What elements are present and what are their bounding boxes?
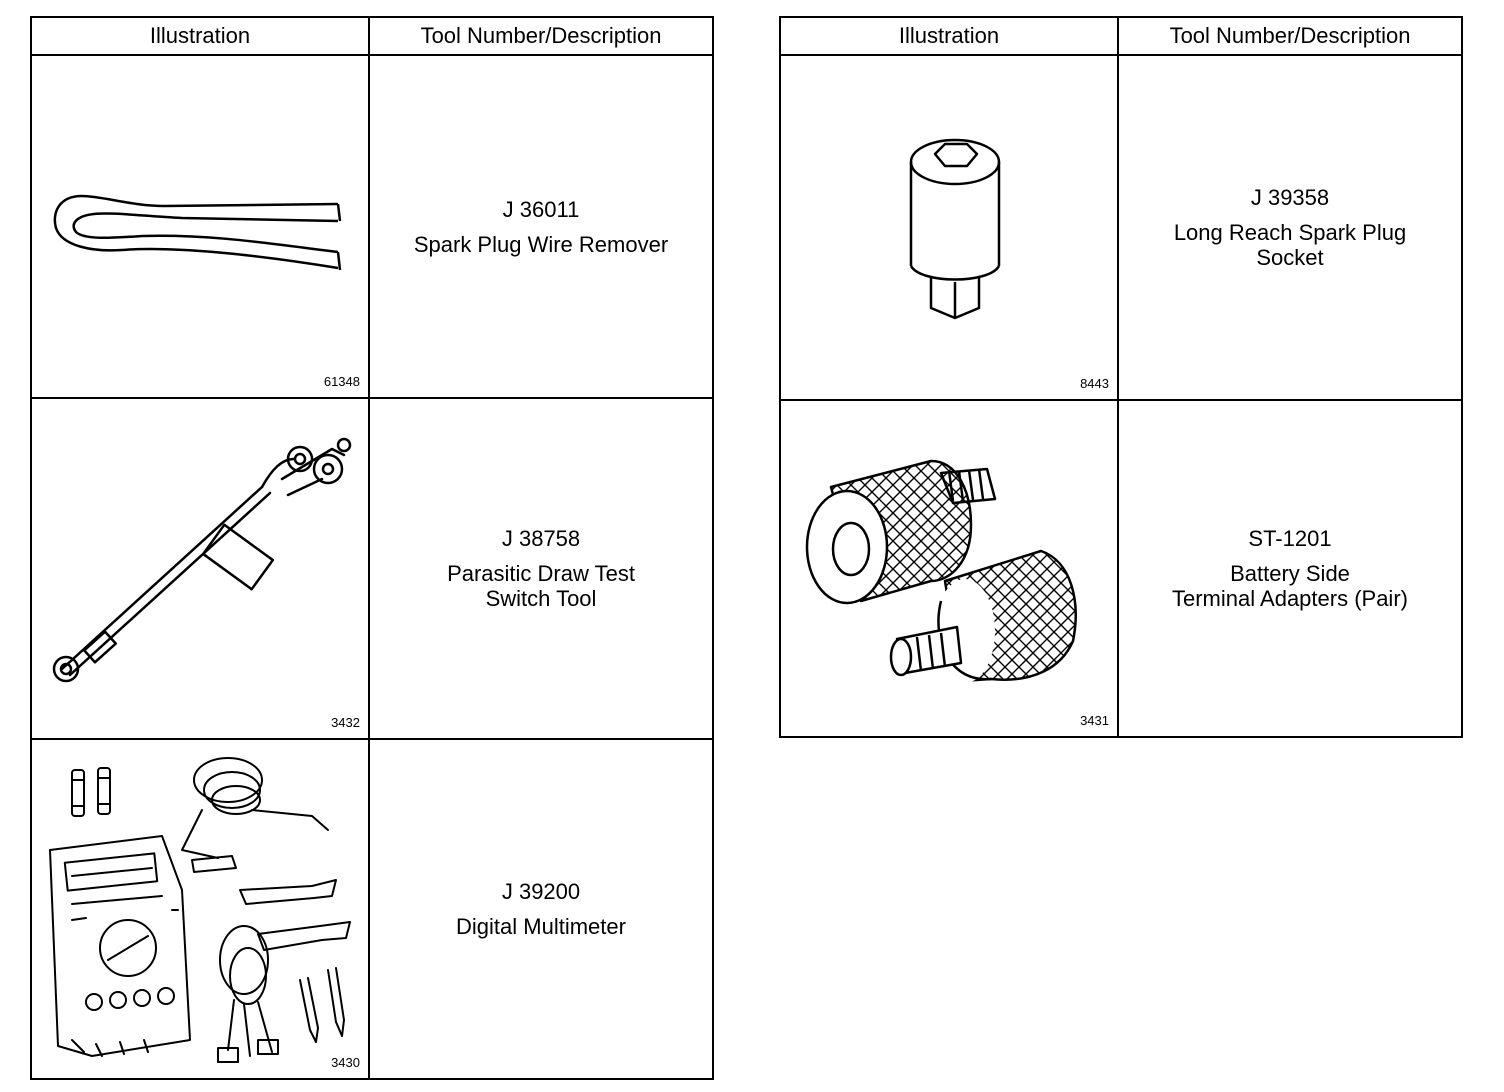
tool-description-line1: Long Reach Spark Plug	[1173, 220, 1407, 245]
tool-table-right: Illustration Tool Number/Description 844…	[779, 16, 1463, 738]
table-row: 61348 J 36011 Spark Plug Wire Remover	[32, 56, 712, 399]
digital-multimeter-icon	[49, 757, 351, 1063]
parasitic-draw-switch-icon	[52, 437, 352, 683]
tool-description-line1: Battery Side	[1230, 561, 1350, 586]
table-row: 3431 ST-1201 Battery Side Terminal Adapt…	[781, 401, 1461, 736]
illustration-cell: 3430	[32, 740, 370, 1078]
table-row: 8443 J 39358 Long Reach Spark Plug Socke…	[781, 56, 1461, 401]
terminal-adapters-icon	[805, 459, 1077, 683]
illustration-cell: 3431	[781, 401, 1119, 736]
illustration-cell: 61348	[32, 56, 370, 397]
header-tool-description: Tool Number/Description	[1169, 23, 1411, 48]
figure-number: 3431	[1080, 713, 1109, 728]
table-row: 3432 J 38758 Parasitic Draw Test Switch …	[32, 399, 712, 740]
tool-number: J 39200	[501, 879, 581, 904]
tool-description-cell: J 39358 Long Reach Spark Plug Socket	[1119, 56, 1461, 399]
tool-description-line1: Parasitic Draw Test	[447, 561, 635, 586]
tool-description-cell: ST-1201 Battery Side Terminal Adapters (…	[1119, 401, 1461, 736]
illustration-cell: 8443	[781, 56, 1119, 399]
figure-number: 3430	[331, 1055, 360, 1070]
spark-plug-wire-remover-icon	[53, 194, 342, 271]
tool-description-line2: Switch Tool	[485, 586, 597, 611]
table-row: 3430 J 39200 Digital Multimeter	[32, 740, 712, 1078]
tool-description-line1: Digital Multimeter	[456, 914, 626, 939]
table-header: Illustration Tool Number/Description	[781, 18, 1461, 56]
tool-description-line1: Spark Plug Wire Remover	[413, 231, 669, 257]
tool-number: ST-1201	[1248, 526, 1332, 551]
tool-number: J 39358	[1250, 185, 1330, 210]
figure-number: 3432	[331, 715, 360, 730]
tool-description-cell: J 36011 Spark Plug Wire Remover	[370, 56, 712, 397]
tool-number: J 38758	[501, 526, 581, 551]
illustration-cell: 3432	[32, 399, 370, 738]
tool-table-left: Illustration Tool Number/Description 613…	[30, 16, 714, 1080]
table-header: Illustration Tool Number/Description	[32, 18, 712, 56]
tool-description-cell: J 39200 Digital Multimeter	[370, 740, 712, 1078]
header-tool-description: Tool Number/Description	[420, 23, 662, 48]
figure-number: 8443	[1080, 376, 1109, 391]
header-illustration: Illustration	[781, 18, 1119, 54]
spark-plug-socket-icon	[909, 138, 1001, 320]
tool-number: J 36011	[502, 196, 580, 222]
tool-description-line2: Socket	[1256, 245, 1324, 270]
tool-description-line2: Terminal Adapters (Pair)	[1172, 586, 1408, 611]
tool-description-cell: J 38758 Parasitic Draw Test Switch Tool	[370, 399, 712, 738]
figure-number: 61348	[323, 374, 360, 389]
header-illustration: Illustration	[32, 18, 370, 54]
